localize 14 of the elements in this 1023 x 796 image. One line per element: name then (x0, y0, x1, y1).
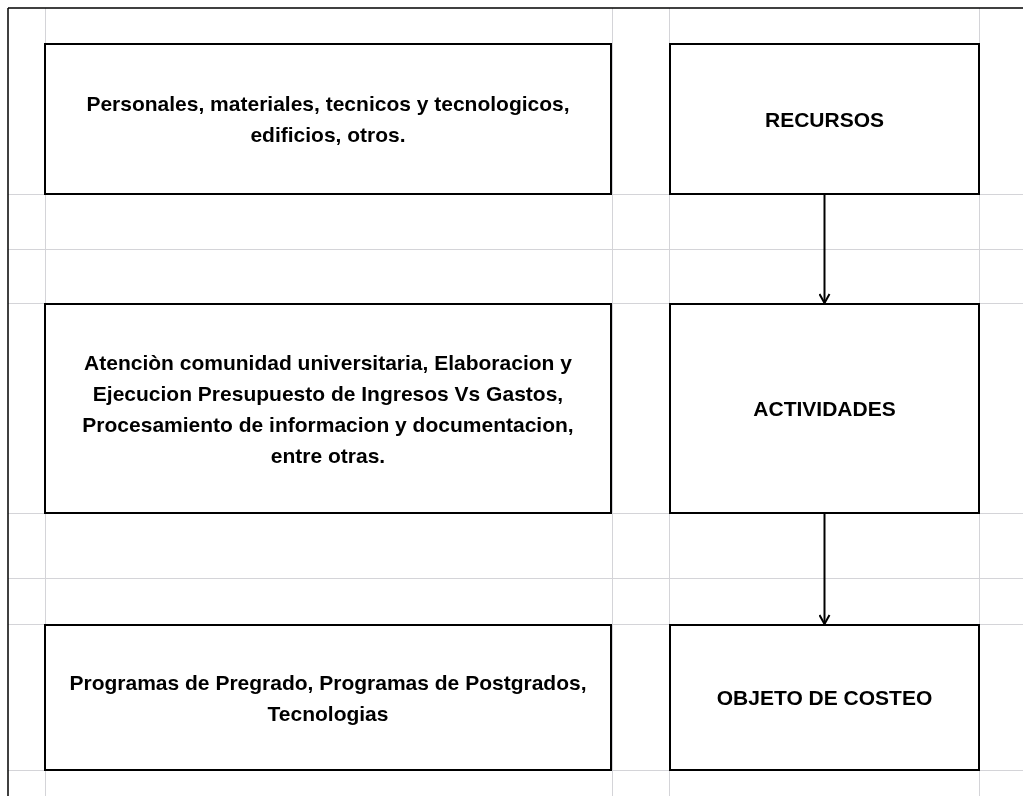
arrow (818, 513, 831, 625)
text-box (44, 43, 612, 195)
arrow (818, 194, 831, 304)
box-text: ACTIVIDADES (752, 396, 897, 422)
box-text: OBJETO DE COSTEO (715, 685, 934, 711)
box-text: Personales, materiales, tecnicos y tecnologicos, edificios, otros. (85, 91, 571, 148)
box-text: Programas de Pregrado, Programas de Postgrados, Tecnologias (68, 669, 588, 727)
text-box (669, 303, 980, 514)
text-box (669, 624, 980, 771)
text-box (44, 303, 612, 514)
box-text: Atenciòn comunidad universitaria, Elaboracion y Ejecucion Presupuesto de Ingresos Vs Gastos, Procesamiento de informacion y documentacion, entre otras. (81, 349, 575, 469)
box-text: RECURSOS (764, 106, 885, 133)
text-box (44, 624, 612, 771)
text-box (669, 43, 980, 195)
